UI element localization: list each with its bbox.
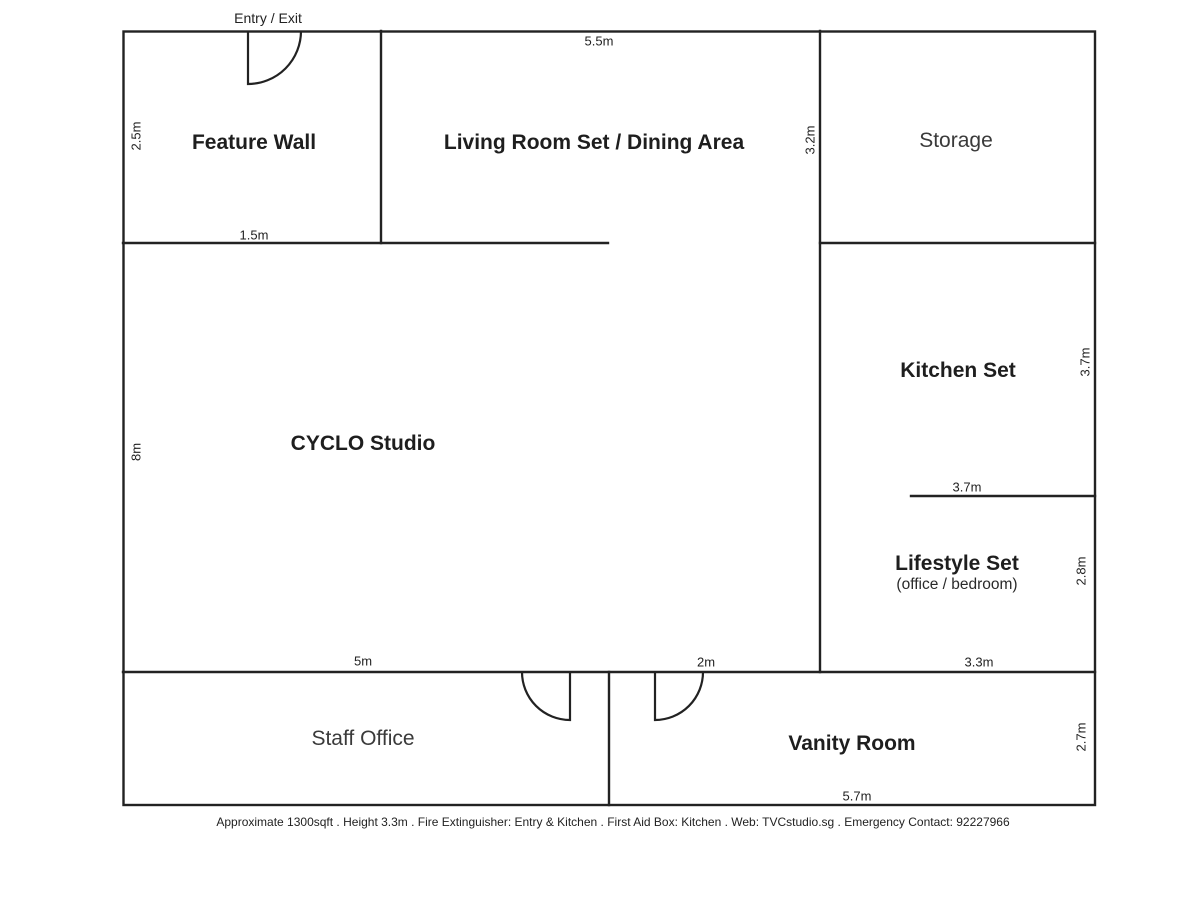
staff-office-door-icon	[520, 671, 572, 722]
dim-living-width: 5.5m	[584, 33, 614, 49]
dim-vanity-width: 5.7m	[842, 788, 872, 804]
dim-vanity-height: 2.7m	[1073, 722, 1089, 752]
room-vanity-room: Vanity Room	[788, 732, 916, 755]
room-kitchen-set: Kitchen Set	[900, 359, 1016, 382]
entry-door-icon	[246, 30, 303, 86]
room-cyclo-studio: CYCLO Studio	[290, 432, 436, 455]
dim-corridor-width: 2m	[696, 654, 716, 670]
room-staff-office: Staff Office	[311, 727, 415, 750]
dim-lifestyle-width: 3.3m	[964, 654, 994, 670]
dim-kitchen-height: 3.7m	[1077, 347, 1093, 377]
footer-info: Approximate 1300sqft . Height 3.3m . Fir…	[216, 815, 1010, 829]
dim-feature-wall-height: 2.5m	[128, 121, 144, 151]
dim-studio-height: 8m	[128, 442, 144, 462]
room-lifestyle-set: Lifestyle Set	[895, 552, 1019, 575]
entry-exit-label: Entry / Exit	[234, 10, 302, 26]
room-storage: Storage	[919, 129, 993, 152]
dim-feature-wall-width: 1.5m	[239, 227, 269, 243]
room-living-dining: Living Room Set / Dining Area	[443, 131, 745, 154]
vanity-room-door-icon	[653, 671, 705, 722]
dim-living-height: 3.2m	[802, 125, 818, 155]
room-feature-wall: Feature Wall	[191, 131, 317, 154]
dim-studio-width: 5m	[353, 653, 373, 669]
dim-kitchen-width: 3.7m	[952, 479, 982, 495]
room-lifestyle-subtitle: (office / bedroom)	[896, 576, 1018, 593]
dim-lifestyle-height: 2.8m	[1073, 556, 1089, 586]
